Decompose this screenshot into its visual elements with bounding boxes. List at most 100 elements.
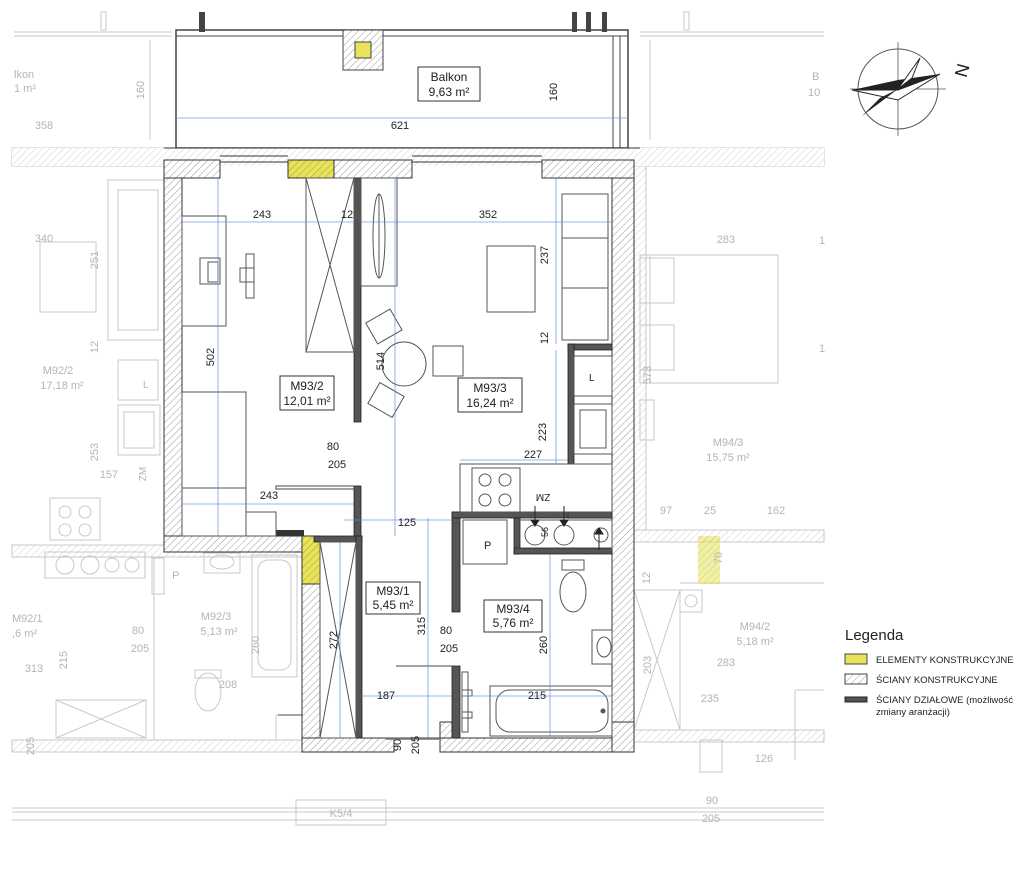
neighbor-m94-2-id: M94/2: [740, 621, 771, 633]
room-m93-2-area: 12,01 m²: [283, 394, 330, 408]
dim-label: 223: [537, 423, 549, 441]
dim-label: 227: [524, 449, 542, 461]
neighbor-fixture-p: P: [172, 570, 179, 582]
compass-north-arrow-icon: [852, 74, 940, 90]
neighbor-dim: 12: [89, 341, 101, 353]
legend: Legenda ELEMENTY KONSTRUKCYJNE ŚCIANY KO…: [844, 627, 1014, 718]
partition-walls: [313, 177, 613, 740]
neighbor-dim: 160: [135, 81, 147, 99]
neighbor-m94-2-area: 5,18 m²: [736, 636, 774, 648]
legend-swatch-structural-elements: [844, 653, 868, 665]
room-m93-1-id: M93/1: [376, 584, 410, 598]
neighbor-dim: 215: [58, 651, 70, 669]
sink-width-label: 56: [540, 527, 550, 537]
dim-label: 90: [392, 739, 404, 751]
neighbor-dim: 313: [25, 663, 43, 675]
legend-title: Legenda: [845, 627, 904, 644]
dim-label: 237: [539, 246, 551, 264]
neighbor-fixture-zm: ZM: [138, 467, 149, 481]
neighbor-dim: 70: [713, 552, 725, 564]
neighbor-fixture-l: L: [143, 380, 149, 391]
dim-label: 260: [538, 636, 550, 654]
neighbor-dim: 203: [642, 656, 654, 674]
neighbor-m92-1-id: M92/1: [12, 613, 43, 625]
dim-label: 352: [479, 209, 497, 221]
room-m93-3-id: M93/3: [473, 381, 507, 395]
legend-item-partition-walls: ŚCIANY DZIAŁOWE (możliwość: [876, 694, 1013, 706]
neighbor-dim: 1: [819, 343, 825, 355]
neighbor-dim: 80: [132, 625, 144, 637]
water-meter-markers: [530, 506, 604, 550]
apartment-walls: [12, 147, 824, 753]
dimension-labels: 160 621 243 12 352 237 502 514 12 80 205…: [205, 83, 560, 754]
fridge-label: L: [589, 373, 595, 384]
neighbor-dim: 157: [100, 469, 118, 481]
neighbor-dim: 340: [35, 233, 53, 245]
room-m93-3-area: 16,24 m²: [466, 396, 513, 410]
neighbor-m92-3-id: M92/3: [201, 611, 232, 623]
neighbor-dim: 205: [131, 643, 149, 655]
dim-label: 243: [260, 490, 278, 502]
neighbor-dim: 12: [641, 572, 653, 584]
doors: [275, 485, 452, 739]
balcony-name: Balkon: [431, 70, 468, 84]
neighbor-dim: 283: [717, 234, 735, 246]
dim-label: 160: [548, 83, 560, 101]
neighbor-m94-3-id: M94/3: [713, 437, 744, 449]
neighbor-structural-column: [698, 536, 720, 584]
neighbor-dim: 573: [642, 366, 654, 384]
legend-item-structural-walls: ŚCIANY KONSTRUKCYJNE: [876, 674, 998, 686]
neighbor-dim: 251: [89, 251, 101, 269]
fixture-labels: L P ZM 56: [484, 373, 595, 552]
neighbor-dim: 90: [706, 795, 718, 807]
dim-label: 205: [440, 643, 458, 655]
legend-item-structural-elements: ELEMENTY KONSTRUKCYJNE: [876, 655, 1014, 666]
neighbor-m92-2-id: M92/2: [43, 365, 74, 377]
neighbor-dim: 283: [717, 657, 735, 669]
room-m93-2-id: M93/2: [290, 379, 324, 393]
room-m93-4-id: M93/4: [496, 602, 530, 616]
neighbor-dim: 162: [767, 505, 785, 517]
legend-swatch-partition-walls: [844, 696, 868, 703]
neighbor-m92-3-area: 5,13 m²: [200, 626, 238, 638]
room-m93-4-area: 5,76 m²: [493, 616, 534, 630]
neighbor-balcony-left-area: 1 m²: [14, 83, 36, 95]
furniture: [181, 177, 613, 739]
neighbor-balcony-left-name: lkon: [14, 69, 34, 81]
neighbor-m92-2-area: 17,18 m²: [40, 380, 84, 392]
neighbor-m92-1-area: ,6 m²: [12, 628, 37, 640]
neighbor-dim: 97: [660, 505, 672, 517]
neighbor-dim: 358: [35, 120, 53, 132]
dim-label: 205: [410, 736, 422, 754]
dimension-lines: [176, 117, 628, 738]
dim-label: 243: [253, 209, 271, 221]
neighbor-k5-4: K5/4: [330, 808, 353, 820]
dim-label: 80: [440, 625, 452, 637]
neighbor-dim: 205: [702, 813, 720, 825]
neighbor-dim: 260: [250, 636, 262, 654]
neighbor-balcony-right-name: B: [812, 71, 819, 83]
water-meter-label: ZM: [536, 491, 550, 502]
boiler-label: P: [484, 540, 491, 552]
neighbor-dim: 126: [755, 753, 773, 765]
legend-item-partition-walls-note: zmiany aranżacji): [876, 707, 950, 718]
dim-label: 205: [328, 459, 346, 471]
dim-label: 125: [398, 517, 416, 529]
dim-label: 12: [539, 332, 551, 344]
neighbor-m94-3-area: 15,75 m²: [706, 452, 750, 464]
dim-label: 315: [416, 617, 428, 635]
neighbor-balcony-right-area: 10: [808, 87, 820, 99]
compass-north-label: N: [951, 62, 974, 80]
neighbor-dim: 208: [219, 679, 237, 691]
dim-label: 12: [341, 209, 353, 221]
dim-label: 215: [528, 690, 546, 702]
legend-swatch-structural-walls: [844, 673, 868, 685]
neighbor-dim: 235: [701, 693, 719, 705]
neighbor-labels: lkon 1 m² B 10 M92/2 17,18 m² M92/3 5,13…: [12, 69, 820, 820]
neighbor-dim: 205: [25, 737, 37, 755]
dim-label: 187: [377, 690, 395, 702]
dim-label: 502: [205, 348, 217, 366]
dim-label: 621: [391, 120, 409, 132]
balcony-area: 9,63 m²: [429, 85, 470, 99]
